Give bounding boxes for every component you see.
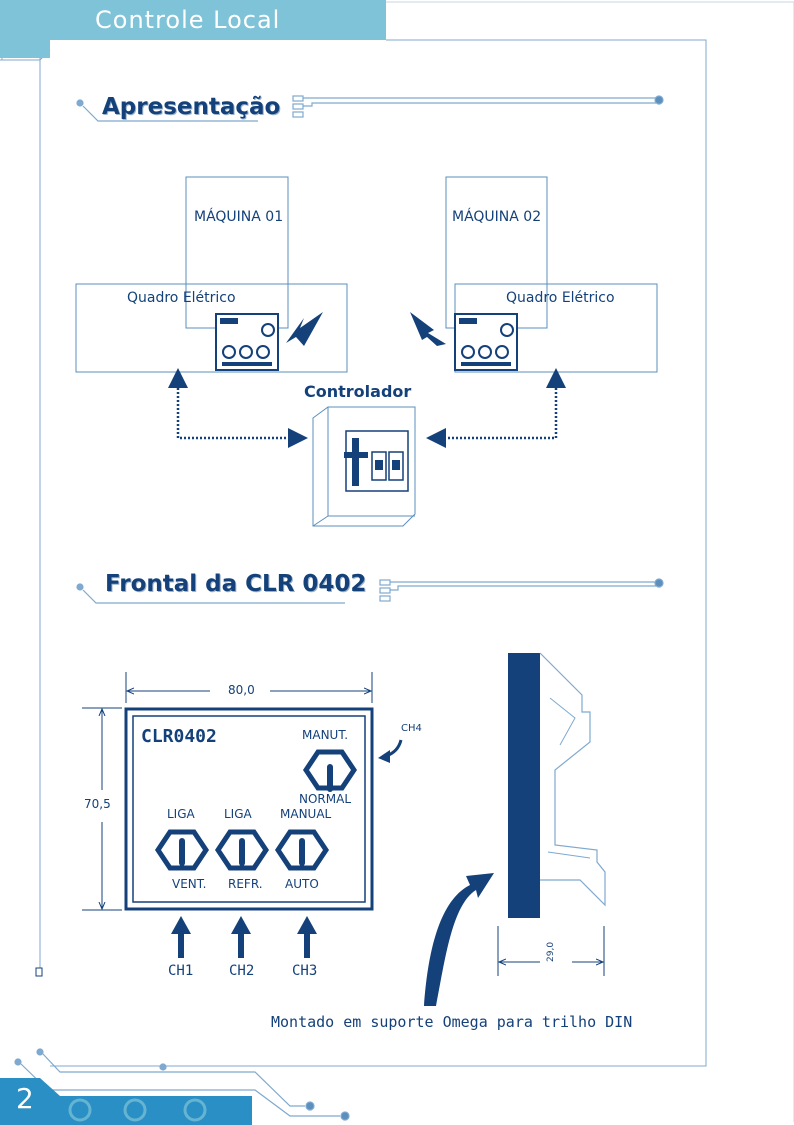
switch-3-bottom-label: AUTO xyxy=(285,877,319,891)
section-title-frontal: Frontal da CLR 0402 xyxy=(105,571,367,597)
mounting-caption: Montado em suporte Omega para trilho DIN xyxy=(271,1013,633,1031)
caption-arrow xyxy=(424,873,494,1006)
toggle-switch-ch2 xyxy=(214,829,270,871)
connection-lines xyxy=(168,368,566,448)
panel-2-label: Quadro Elétrico xyxy=(506,290,615,306)
controller-enclosure xyxy=(312,406,416,527)
arrow-to-panel-1 xyxy=(286,312,323,346)
page-number-tab xyxy=(0,1078,252,1125)
section1-circuit xyxy=(76,95,664,122)
width-dimension: 80,0 xyxy=(228,683,255,697)
ch4-arrowhead xyxy=(378,750,390,763)
front-dimensions xyxy=(82,672,373,911)
height-dimension: 70,5 xyxy=(84,797,111,811)
arrow-to-panel-2 xyxy=(410,312,446,346)
header-tab-shadow xyxy=(0,40,50,58)
ch4-label: CH4 xyxy=(401,723,422,734)
section-title-apresentacao: Apresentação xyxy=(102,94,281,120)
machine-2-label: MÁQUINA 02 xyxy=(452,209,542,225)
panel-1-label: Quadro Elétrico xyxy=(127,290,236,306)
depth-dimension: 29,0 xyxy=(546,941,556,962)
normal-label: NORMAL xyxy=(299,792,352,806)
header-title: Controle Local Remoto xyxy=(0,0,386,74)
ch1-label: CH1 xyxy=(168,963,194,979)
switch-3-top-label: MANUAL xyxy=(280,807,332,821)
channel-arrows xyxy=(171,916,317,958)
section2-circuit xyxy=(76,578,664,604)
toggle-switch-ch3 xyxy=(274,829,330,871)
model-label: CLR0402 xyxy=(141,726,217,747)
panel-device-1 xyxy=(215,313,279,371)
toggle-switch-ch4 xyxy=(302,749,358,792)
panel-device-2 xyxy=(454,313,518,371)
side-dimension xyxy=(497,926,605,976)
ch3-label: CH3 xyxy=(292,963,318,979)
side-view xyxy=(508,652,606,918)
switch-2-top-label: LIGA xyxy=(224,807,252,821)
manut-label: MANUT. xyxy=(302,728,349,742)
switch-2-bottom-label: REFR. xyxy=(228,877,263,891)
ch2-label: CH2 xyxy=(229,963,255,979)
switch-1-bottom-label: VENT. xyxy=(172,877,207,891)
machine-1-label: MÁQUINA 01 xyxy=(194,209,284,225)
page-number: 2 xyxy=(16,1082,34,1115)
front-panel xyxy=(124,707,374,911)
toggle-switch-ch1 xyxy=(154,829,210,871)
controller-label: Controlador xyxy=(304,382,412,401)
switch-1-top-label: LIGA xyxy=(167,807,195,821)
diagram-boxes xyxy=(75,176,658,373)
